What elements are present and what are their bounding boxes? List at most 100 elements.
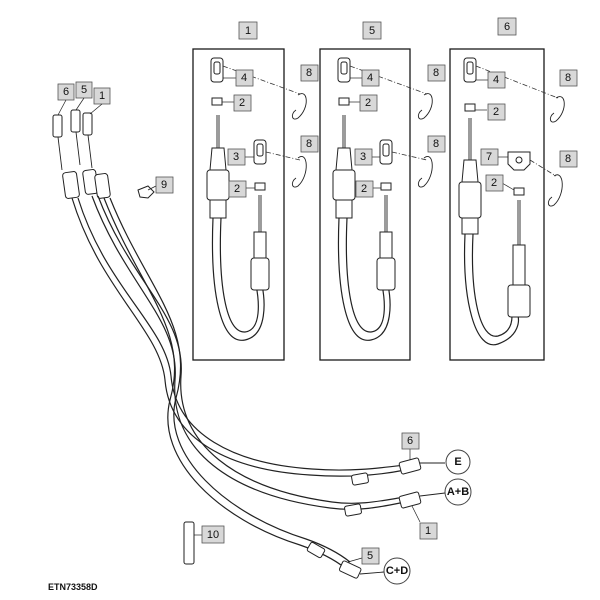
callout-label: 7 xyxy=(486,151,492,163)
callout-box xyxy=(155,176,174,194)
callout-box xyxy=(401,432,420,450)
cable-end-part-6-lower xyxy=(398,457,422,475)
clevis-slot xyxy=(340,61,348,75)
cable-loop xyxy=(471,233,513,337)
callout-label: 2 xyxy=(239,97,245,109)
callout-box xyxy=(227,148,246,166)
cable-sleeve xyxy=(62,171,80,199)
cable-loop xyxy=(463,233,519,346)
callout-label: 2 xyxy=(361,183,367,195)
leader-line xyxy=(57,99,67,116)
reference-label-e: E xyxy=(454,456,461,468)
callouts: 1 5 6 4 4 4 8 8 8 8 8 8 2 2 2 2 2 2 xyxy=(57,17,578,565)
spring-pin-part-8 xyxy=(417,156,433,188)
callout-label: 1 xyxy=(245,25,251,37)
spring-pin-part-8 xyxy=(547,174,563,207)
assembly-dashed-line xyxy=(475,65,559,99)
cable-end-part-5-lower xyxy=(338,560,362,579)
callout-label: 10 xyxy=(207,529,219,541)
callout-label: 4 xyxy=(493,74,499,86)
callout-label: 6 xyxy=(63,86,69,98)
callout-box xyxy=(235,69,254,87)
reference-label-cd: C+D xyxy=(386,565,408,577)
cable-end-fitting-b xyxy=(379,231,393,259)
callout-label: 4 xyxy=(241,72,247,84)
callout-box xyxy=(201,525,225,544)
callout-label: 9 xyxy=(161,179,167,191)
cable-sleeve xyxy=(94,173,111,199)
clevis-slot xyxy=(382,143,390,157)
callout-box xyxy=(300,135,319,153)
reference-circle-e xyxy=(445,449,471,475)
callout-box xyxy=(233,94,252,112)
leader-line xyxy=(347,557,363,563)
reference-circle-ab xyxy=(444,478,472,506)
cable-loop xyxy=(219,217,259,333)
panel-kit-6 xyxy=(449,48,559,361)
cable-sleeve-lower xyxy=(209,199,227,219)
long-cable-e xyxy=(77,197,406,471)
callout-box xyxy=(427,135,446,153)
callout-label: 4 xyxy=(367,72,373,84)
callout-label: 1 xyxy=(99,90,105,102)
callout-box xyxy=(487,103,506,121)
assembly-dashed-line xyxy=(265,151,301,161)
spring-pins xyxy=(291,93,565,207)
cable-end-part-1-lower xyxy=(398,491,422,509)
cable-sleeve-lower xyxy=(461,217,479,235)
leader-line xyxy=(411,505,421,523)
leader-line xyxy=(359,571,385,575)
cable-end-part-5 xyxy=(70,109,81,133)
callout-label: 2 xyxy=(493,106,499,118)
figure-id: ETN73358D xyxy=(48,582,98,592)
callout-label: 8 xyxy=(306,138,312,150)
callout-box xyxy=(300,64,319,82)
callout-box xyxy=(480,148,499,166)
long-cable-cd xyxy=(109,197,351,563)
cable-sleeve-b xyxy=(250,257,270,291)
callout-box xyxy=(238,21,258,40)
spring-pin-part-8 xyxy=(417,93,433,120)
callout-box xyxy=(485,174,504,192)
callout-box xyxy=(359,94,378,112)
cable-fitting xyxy=(351,472,369,486)
callout-label: 2 xyxy=(234,183,240,195)
jam-nut-part-2 xyxy=(380,182,392,191)
clevis-slot xyxy=(466,61,474,75)
callout-label: 1 xyxy=(425,525,431,537)
callout-label: 8 xyxy=(565,72,571,84)
reference-circle-cd xyxy=(383,557,411,585)
jam-nut-part-2 xyxy=(464,103,476,112)
cable-fitting xyxy=(344,503,362,517)
callout-box xyxy=(559,69,578,87)
clevis-slot xyxy=(256,143,264,157)
leader-line xyxy=(89,103,103,115)
leader-line xyxy=(75,97,85,111)
spring-pin-part-8 xyxy=(291,156,307,188)
callout-label: 6 xyxy=(407,435,413,447)
jam-nut-part-2 xyxy=(211,97,223,106)
callout-box xyxy=(419,522,438,540)
long-cable-e xyxy=(71,197,406,477)
cable-fitting xyxy=(306,541,326,559)
callout-box xyxy=(361,69,380,87)
jam-nut-part-2 xyxy=(338,97,350,106)
reference-circles: E A+B C+D xyxy=(383,449,472,585)
cable-end-fitting-b xyxy=(253,231,267,259)
callout-box xyxy=(361,547,380,565)
threaded-rod xyxy=(75,131,81,166)
strap-part-10 xyxy=(183,521,202,565)
clip-shape xyxy=(137,185,155,199)
callout-label: 2 xyxy=(491,177,497,189)
main-cable-assembly xyxy=(52,109,446,579)
leader-line xyxy=(501,182,515,191)
jam-nut-part-2 xyxy=(513,187,525,196)
callout-box xyxy=(559,150,578,168)
callout-label: 2 xyxy=(365,97,371,109)
cable-end-part-1 xyxy=(82,112,93,136)
cable-end-fitting xyxy=(335,147,353,171)
cable-loop xyxy=(345,217,385,333)
callout-label: 8 xyxy=(433,138,439,150)
cable-sleeve-b xyxy=(507,284,531,318)
cable-end-fitting xyxy=(461,159,479,183)
